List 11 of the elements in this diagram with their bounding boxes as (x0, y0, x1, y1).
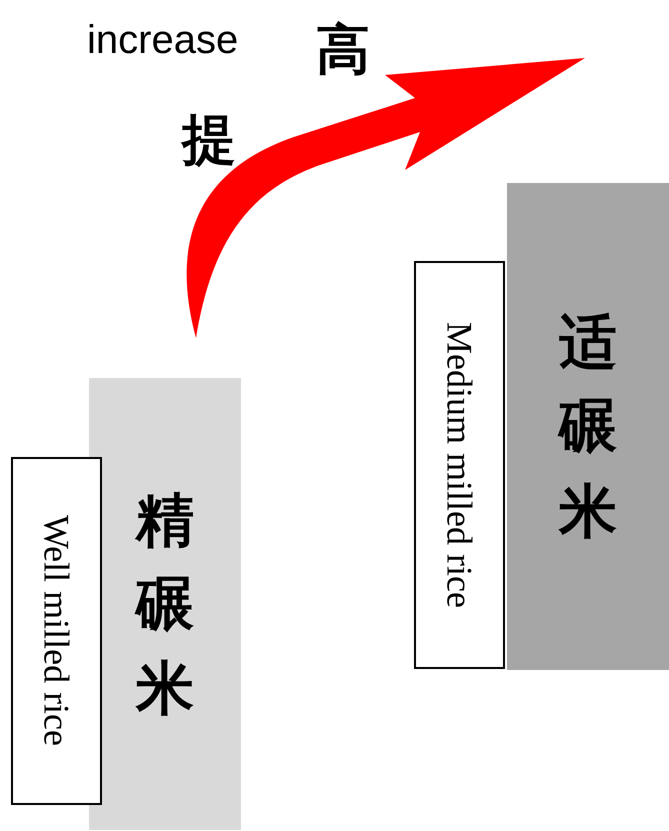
label-box (414, 261, 505, 669)
annotation-text: 提 (182, 106, 236, 173)
rotated-label: Well milled rice (36, 515, 78, 746)
label-box (11, 457, 102, 805)
vertical-chinese-label: 精碾米 (136, 484, 194, 724)
rice-bar (89, 378, 241, 830)
vertical-chinese-label: 适碾米 (559, 307, 617, 547)
rice-bar (507, 183, 669, 670)
rotated-label: Medium milled rice (438, 322, 480, 608)
annotation-text: increase (87, 18, 238, 63)
annotation-text: 高 (316, 16, 370, 83)
